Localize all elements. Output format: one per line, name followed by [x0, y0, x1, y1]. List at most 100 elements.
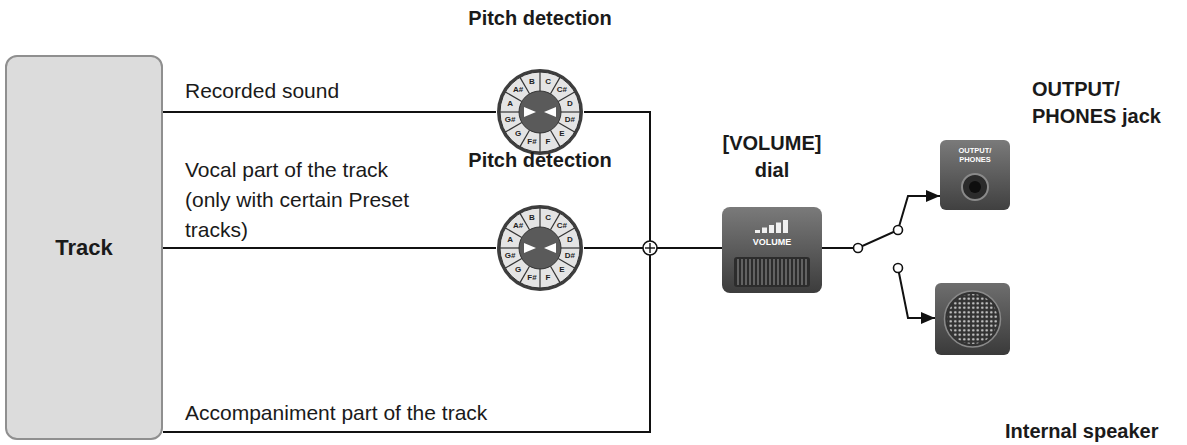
speaker-panel [935, 283, 1010, 355]
jack-hole [969, 181, 981, 193]
level-bar [776, 223, 781, 234]
ring-divider [561, 111, 580, 112]
ring-divider [539, 72, 540, 91]
wheel-ridge [805, 259, 806, 285]
dial-wheel [734, 257, 810, 287]
pitch-detection-dial: Pitch detectionAA#BCC#DD#EFF#GG# [496, 204, 584, 292]
note-name: F [539, 137, 557, 147]
wheel-ridge [793, 259, 794, 285]
wheel-ridge [789, 259, 790, 285]
dial-graphic [496, 204, 584, 292]
pitch-detection-dial: Pitch detectionAA#BCC#DD#EFF#GG# [496, 68, 584, 156]
speaker-graphic [935, 283, 1010, 355]
note-name: E [553, 129, 571, 139]
signal-label: Accompaniment part of the track [185, 398, 585, 428]
speaker-cone [945, 291, 1001, 347]
note-name: C [539, 213, 557, 223]
component-heading: Internal speaker [1005, 418, 1185, 445]
panel-print: OUTPUT/ PHONES [953, 146, 997, 164]
pitch-indicator [524, 107, 536, 117]
track-box: Track [5, 55, 163, 440]
node-label: Track [7, 57, 161, 438]
wheel-ridge [737, 259, 738, 285]
signal-line [822, 248, 935, 318]
volume-dial: [VOLUME] dialVOLUME [722, 207, 822, 293]
wheel-ridge [773, 259, 774, 285]
wheel-ridge [757, 259, 758, 285]
plus-sign [649, 243, 650, 253]
switch-terminal [854, 244, 863, 253]
note-name: C# [553, 221, 571, 231]
note-name: E [553, 265, 571, 275]
signal-line [584, 247, 722, 249]
note-name: B [523, 213, 541, 223]
dial-rim [497, 205, 583, 291]
note-name: G [509, 129, 527, 139]
pitch-indicator [544, 107, 556, 117]
note-name: G [509, 265, 527, 275]
wheel-ridge [745, 259, 746, 285]
ring-divider [551, 266, 561, 282]
signal-line [584, 112, 722, 248]
level-bar [755, 230, 760, 233]
switch-terminal [894, 264, 903, 273]
note-name: D [561, 99, 579, 109]
note-name: D# [561, 115, 579, 125]
ring-divider [539, 269, 540, 288]
signal-line [822, 196, 940, 248]
wheel-ridge [749, 259, 750, 285]
dial-graphic [496, 68, 584, 156]
note-name: A [501, 99, 519, 109]
note-name: F# [523, 273, 541, 283]
signal-line [163, 247, 496, 249]
wheel-ridge [785, 259, 786, 285]
junction-circle [643, 241, 657, 255]
wheel-ridge [753, 259, 754, 285]
note-name: C# [553, 85, 571, 95]
component-heading: Pitch detection [440, 147, 640, 174]
signal-line [163, 248, 722, 432]
note-ring [500, 208, 580, 288]
pitch-indicator [524, 243, 536, 253]
ring-divider [500, 247, 519, 248]
dial-center [519, 91, 561, 133]
note-name: A [501, 235, 519, 245]
ring-divider [561, 247, 580, 248]
dial-rim [497, 69, 583, 155]
ring-divider [500, 111, 519, 112]
jack-panel [940, 140, 1010, 210]
note-name: F [539, 273, 557, 283]
note-name: D# [561, 251, 579, 261]
wheel-ridge [777, 259, 778, 285]
wheel-ridge [797, 259, 798, 285]
note-name: D [561, 235, 579, 245]
component-heading: [VOLUME] dial [712, 130, 832, 184]
note-name: C [539, 77, 557, 87]
wheel-ridge [761, 259, 762, 285]
level-bar [783, 220, 788, 233]
note-name: F# [523, 137, 541, 147]
note-name: G# [501, 251, 519, 261]
note-name: A# [509, 85, 527, 95]
ring-divider [551, 130, 561, 146]
level-bar [762, 228, 767, 234]
note-ring [500, 72, 580, 152]
ring-divider [539, 208, 540, 227]
signal-label: Vocal part of the track (only with certa… [185, 155, 425, 245]
wheel-ridge [741, 259, 742, 285]
signal-label: Recorded sound [185, 76, 485, 106]
volume-graphic [722, 207, 822, 293]
wheel-ridge [765, 259, 766, 285]
switch-terminal [894, 226, 903, 235]
panel-print: VOLUME [722, 237, 822, 247]
wheel-ridge [801, 259, 802, 285]
note-name: G# [501, 115, 519, 125]
signal-line [163, 111, 496, 113]
level-bar [769, 225, 774, 233]
pitch-indicator [544, 243, 556, 253]
note-name: A# [509, 221, 527, 231]
note-name: B [523, 77, 541, 87]
output-jack: OUTPUT/ PHONES jackOUTPUT/ PHONES [940, 140, 1010, 210]
component-heading: OUTPUT/ PHONES jack [1032, 76, 1180, 130]
